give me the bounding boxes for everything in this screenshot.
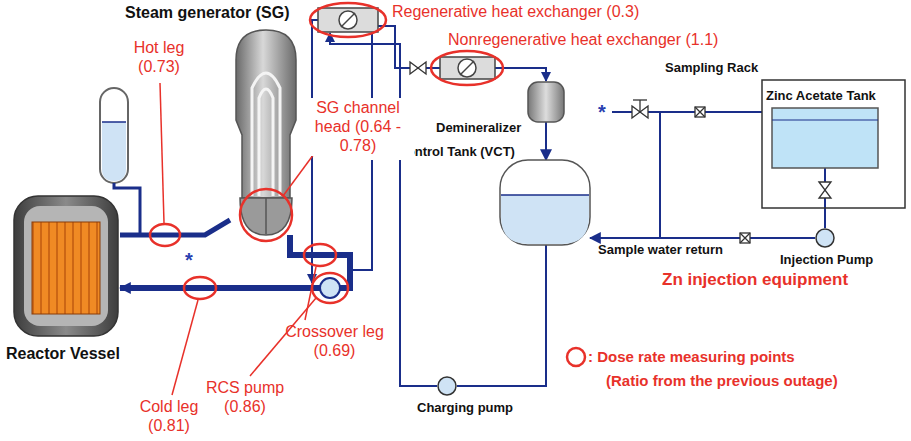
callout-label: SG channel head (0.64 - 0.78) bbox=[302, 98, 414, 156]
node-label: Zinc Acetate Tank bbox=[766, 88, 876, 104]
pipe-connector bbox=[545, 122, 547, 160]
callout-label-box: SG channel head (0.64 - 0.78) bbox=[302, 98, 414, 156]
tanks bbox=[500, 80, 905, 245]
legend-note-box: (Ratio from the previous outage) bbox=[606, 372, 838, 390]
legend-text: : Dose rate measuring points bbox=[588, 348, 795, 366]
sample-point-mark: * bbox=[598, 100, 606, 124]
pipe-label: Sample water return bbox=[598, 242, 723, 258]
callout-label: Regenerative heat exchanger (0.3) bbox=[392, 2, 639, 21]
callout-label-box: Regenerative heat exchanger (0.3) bbox=[392, 2, 639, 21]
node-label: Steam generator (SG) bbox=[125, 3, 289, 22]
callout-label-box: Crossover leg (0.69) bbox=[282, 322, 387, 360]
callout-label: Crossover leg (0.69) bbox=[282, 322, 387, 360]
pipe-connector bbox=[457, 245, 546, 386]
demineralizer: Demineralizer bbox=[528, 82, 564, 122]
zinc-acetate-tank: Zinc Acetate Tank bbox=[772, 108, 878, 168]
sample-point-mark-box: * bbox=[598, 100, 606, 124]
equipment-title-box: Zn injection equipment bbox=[662, 270, 848, 290]
sample-point-mark: * bbox=[185, 248, 193, 272]
equipment-title: Zn injection equipment bbox=[662, 270, 848, 290]
node-label: Charging pump bbox=[417, 400, 513, 416]
reactor-vessel: Reactor Vessel bbox=[12, 192, 120, 342]
legend-entry: : Dose rate measuring points bbox=[588, 348, 795, 366]
leader-lines bbox=[160, 83, 325, 395]
callout-label: Cold leg (0.81) bbox=[138, 397, 200, 435]
reactor-vessel-drawing bbox=[14, 196, 118, 336]
callout-label: RCS pump (0.86) bbox=[205, 378, 285, 416]
pipe-label-box: Sample water return bbox=[598, 242, 723, 258]
callout-label-box: Hot leg (0.73) bbox=[128, 38, 190, 76]
area-label-box: Sampling Rack bbox=[665, 60, 758, 76]
charging-pump: Charging pump bbox=[437, 376, 457, 396]
node-label: Injection Pump bbox=[780, 252, 873, 268]
callout-label-box: Nonregenerative heat exchanger (1.1) bbox=[448, 30, 718, 49]
node-label: Reactor Vessel bbox=[6, 344, 120, 363]
callout-label-box: Cold leg (0.81) bbox=[138, 397, 200, 435]
area-label: Sampling Rack bbox=[665, 60, 758, 76]
node-label: Demineralizer bbox=[436, 120, 521, 136]
injection-pump: Injection Pump bbox=[815, 228, 835, 248]
callout-label-box: RCS pump (0.86) bbox=[205, 378, 285, 416]
pipe-connector bbox=[590, 237, 815, 239]
sample-point-mark-box: * bbox=[185, 248, 193, 272]
dose-rate-measuring-points bbox=[150, 3, 585, 366]
legend-note: (Ratio from the previous outage) bbox=[606, 372, 838, 390]
callout-label: Hot leg (0.73) bbox=[128, 38, 190, 76]
pumps bbox=[320, 229, 834, 395]
callout-label: Nonregenerative heat exchanger (1.1) bbox=[448, 30, 718, 49]
steam-generator-drawing bbox=[236, 30, 296, 235]
volume-control-tank: Volume control Tank (VCT) bbox=[500, 160, 590, 245]
steam-generator: Steam generator (SG) bbox=[230, 30, 302, 235]
